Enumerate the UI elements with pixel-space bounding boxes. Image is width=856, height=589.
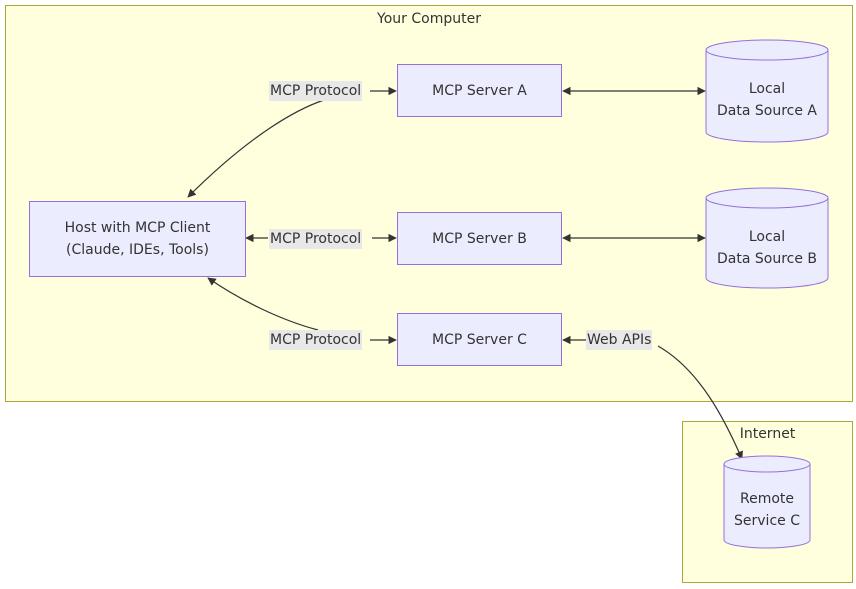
node-data-source-a-line1: Local bbox=[748, 81, 786, 97]
edge-host-server-c-curve bbox=[207, 277, 319, 331]
node-host-line2: (Claude, IDEs, Tools) bbox=[66, 242, 209, 258]
node-remote-service-c: Remote Service C bbox=[724, 488, 810, 532]
node-remote-service-c-line1: Remote bbox=[739, 491, 795, 507]
node-server-b-label: MCP Server B bbox=[432, 230, 527, 247]
cylinder-data-source-a bbox=[705, 39, 829, 143]
node-data-source-b-line1: Local bbox=[748, 229, 786, 245]
node-data-source-a-line2: Data Source A bbox=[717, 103, 817, 119]
node-remote-service-c-line2: Service C bbox=[734, 513, 800, 529]
node-data-source-b-line2: Data Source B bbox=[716, 251, 818, 267]
edge-web-apis-remote bbox=[657, 345, 743, 460]
node-data-source-b: Local Data Source B bbox=[706, 226, 828, 270]
cluster-title-your-computer: Your Computer bbox=[377, 11, 481, 27]
node-host-line1: Host with MCP Client bbox=[64, 220, 211, 236]
node-server-a: MCP Server A bbox=[397, 64, 562, 117]
cylinder-remote-service-c bbox=[723, 455, 811, 549]
cylinder-data-source-b bbox=[705, 187, 829, 289]
node-server-b: MCP Server B bbox=[397, 212, 562, 265]
node-server-c: MCP Server C bbox=[397, 313, 562, 366]
node-server-a-label: MCP Server A bbox=[432, 82, 527, 99]
edge-label-host-server-a: MCP Protocol bbox=[269, 81, 363, 101]
node-server-c-label: MCP Server C bbox=[432, 331, 527, 348]
edge-label-host-server-b: MCP Protocol bbox=[269, 229, 363, 249]
cluster-title-internet: Internet bbox=[739, 426, 796, 442]
cluster-internet: Internet bbox=[682, 421, 853, 583]
node-data-source-a: Local Data Source A bbox=[706, 78, 828, 122]
edge-label-host-server-c: MCP Protocol bbox=[269, 330, 363, 350]
edge-label-web-apis: Web APIs bbox=[586, 330, 653, 350]
node-host: Host with MCP Client (Claude, IDEs, Tool… bbox=[29, 201, 246, 277]
edge-host-server-a-curve bbox=[187, 99, 325, 198]
